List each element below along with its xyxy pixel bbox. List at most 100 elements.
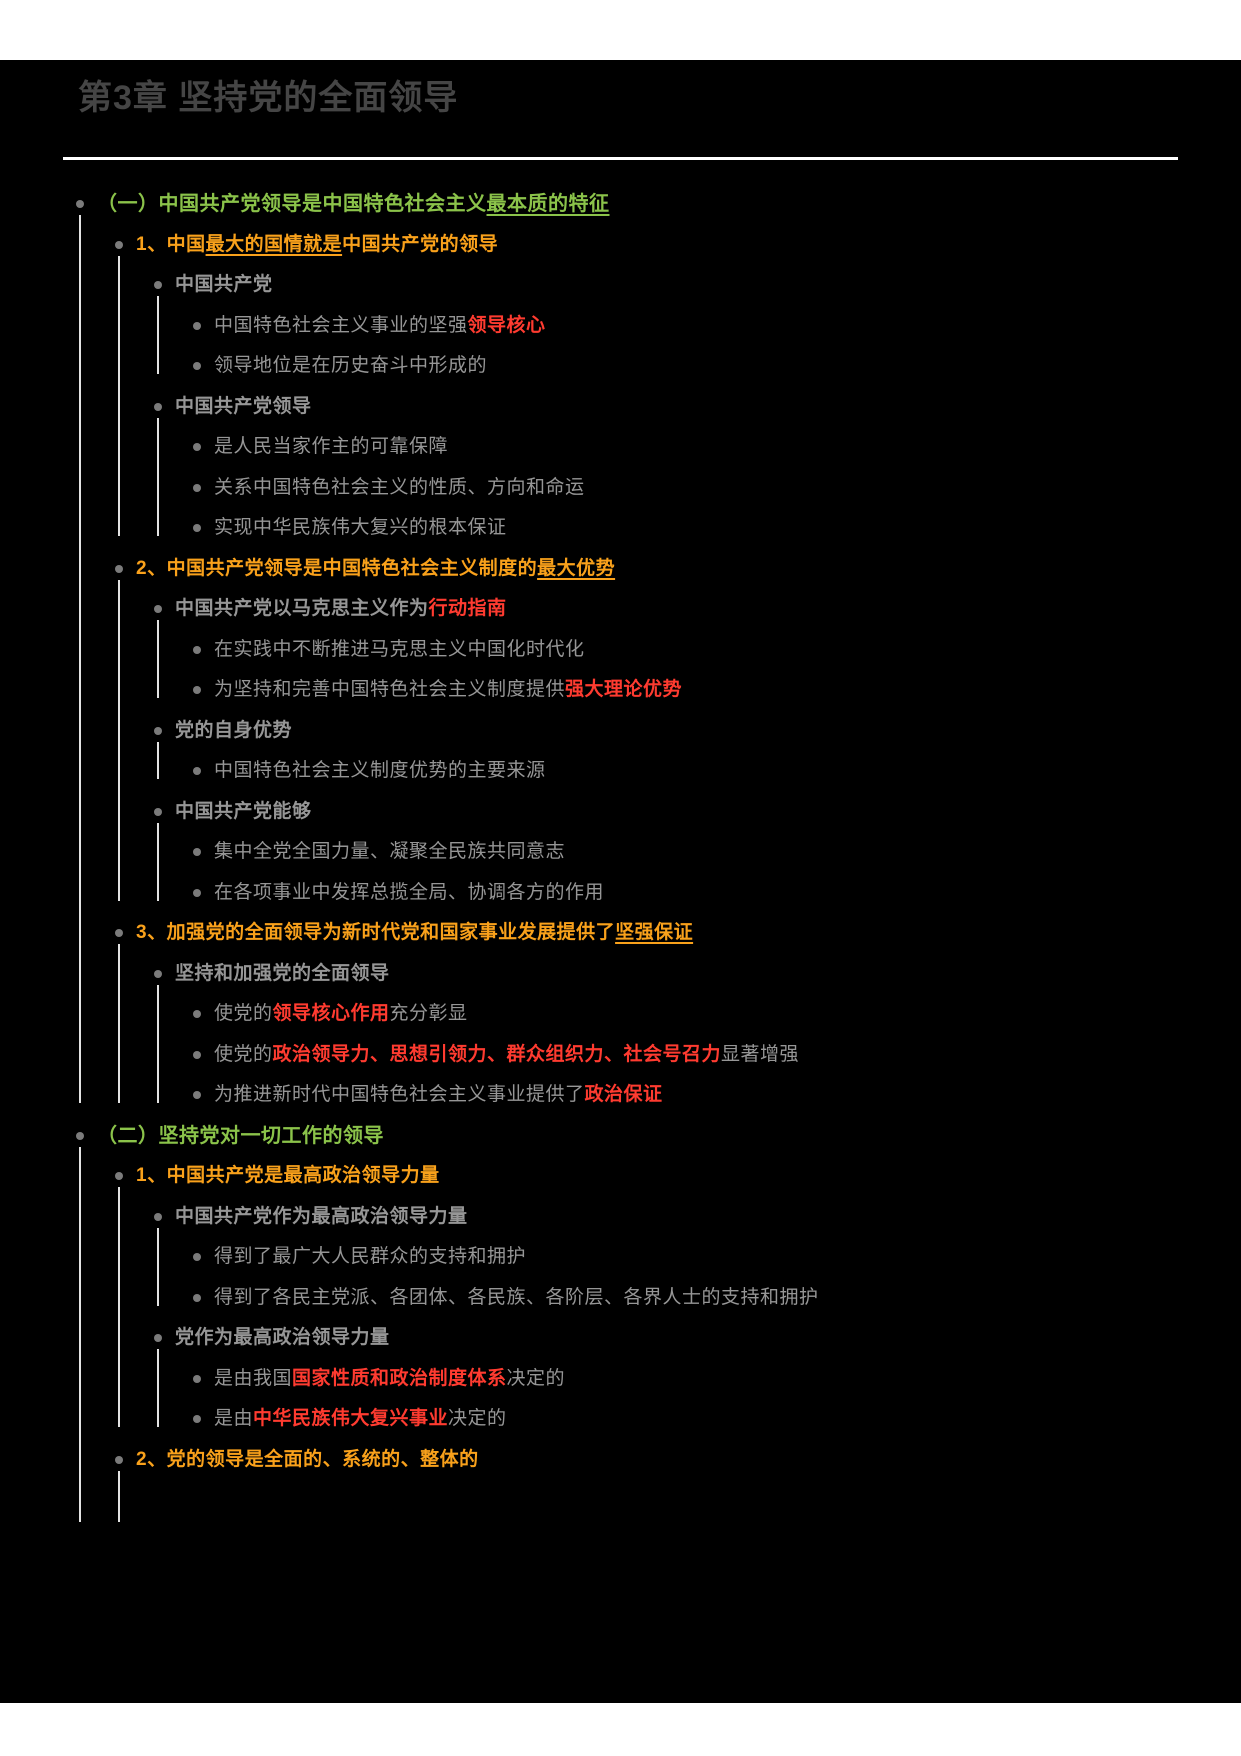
text-segment: 2、中国共产党领导是中国特色社会主义制度的 xyxy=(136,557,538,579)
outline-row[interactable]: 中国共产党作为最高政治领导力量 xyxy=(175,1197,468,1238)
bullet-icon[interactable] xyxy=(76,200,84,209)
text-segment: 是由我国 xyxy=(214,1367,293,1389)
text-segment: 中国共产党 xyxy=(175,274,273,295)
outline-row[interactable]: 中国共产党能够 xyxy=(175,792,312,833)
outline-row[interactable]: 1、中国共产党是最高政治领导力量 xyxy=(136,1156,440,1197)
outline-row[interactable]: 是由我国国家性质和政治制度体系决定的 xyxy=(214,1359,565,1400)
tree-connector-line xyxy=(118,255,120,537)
outline-row[interactable]: 集中全党全国力量、凝聚全民族共同意志 xyxy=(214,832,565,873)
bullet-icon[interactable] xyxy=(115,564,123,573)
outline-row[interactable]: 在实践中不断推进马克思主义中国化时代化 xyxy=(214,630,585,671)
text-segment: 最大优势 xyxy=(537,557,616,579)
text-segment: 政治领导力、思想引领力、群众组织力、社会号召力 xyxy=(272,1043,722,1065)
bullet-icon[interactable] xyxy=(115,1455,123,1464)
text-segment: 充分彰显 xyxy=(389,1003,468,1024)
text-segment: 中国共产党以马克思主义作为 xyxy=(175,598,429,619)
text-segment: 使党的 xyxy=(214,1043,273,1065)
bullet-icon[interactable] xyxy=(193,1253,201,1262)
tree-connector-line xyxy=(79,1146,81,1522)
bullet-icon[interactable] xyxy=(193,1293,201,1302)
outline-row[interactable]: 是人民当家作主的可靠保障 xyxy=(214,427,448,468)
outline-row[interactable]: 为推进新时代中国特色社会主义事业提供了政治保证 xyxy=(214,1075,663,1116)
bullet-icon[interactable] xyxy=(76,1131,84,1140)
text-segment: 中国特色社会主义事业的坚强 xyxy=(214,314,468,336)
bullet-icon[interactable] xyxy=(115,240,123,249)
text-segment: 强大理论优势 xyxy=(565,679,683,700)
bullet-icon[interactable] xyxy=(193,483,201,492)
bullet-icon[interactable] xyxy=(115,929,123,938)
outline-row[interactable]: 1、中国最大的国情就是中国共产党的领导 xyxy=(136,225,498,266)
bullet-icon[interactable] xyxy=(154,1334,162,1343)
text-segment: 领导核心作用 xyxy=(272,1003,390,1024)
outline-row[interactable]: 实现中华民族伟大复兴的根本保证 xyxy=(214,508,507,549)
tree-connector-line xyxy=(157,417,159,537)
text-segment: 1、中国 xyxy=(136,233,206,255)
outline-row[interactable]: 使党的政治领导力、思想引领力、群众组织力、社会号召力显著增强 xyxy=(214,1035,799,1076)
outline-row[interactable]: （一）中国共产党领导是中国特色社会主义最本质的特征 xyxy=(97,184,610,225)
outline-row[interactable]: 3、加强党的全面领导为新时代党和国家事业发展提供了坚强保证 xyxy=(136,913,693,954)
tree-connector-line xyxy=(157,1227,159,1306)
bullet-icon[interactable] xyxy=(154,281,162,290)
bullet-icon[interactable] xyxy=(193,443,201,452)
bullet-icon[interactable] xyxy=(154,1212,162,1221)
text-segment: 集中全党全国力量、凝聚全民族共同意志 xyxy=(214,841,566,862)
text-segment: 决定的 xyxy=(506,1367,566,1389)
bullet-icon[interactable] xyxy=(193,524,201,533)
bullet-icon[interactable] xyxy=(193,362,201,371)
text-segment: 决定的 xyxy=(448,1408,507,1429)
outline-row[interactable]: 关系中国特色社会主义的性质、方向和命运 xyxy=(214,468,585,509)
outline-row[interactable]: 2、中国共产党领导是中国特色社会主义制度的最大优势 xyxy=(136,549,615,590)
outline-row[interactable]: 坚持和加强党的全面领导 xyxy=(175,954,390,995)
bullet-icon[interactable] xyxy=(154,726,162,735)
title-divider-line xyxy=(63,157,1178,160)
bullet-icon[interactable] xyxy=(193,1010,201,1019)
outline-row[interactable]: 在各项事业中发挥总揽全局、协调各方的作用 xyxy=(214,873,604,914)
bullet-icon[interactable] xyxy=(193,1091,201,1100)
bullet-icon[interactable] xyxy=(193,767,201,776)
tree-connector-line xyxy=(118,944,120,1104)
outline-row[interactable]: 党的自身优势 xyxy=(175,711,292,752)
tree-connector-line xyxy=(157,296,159,375)
outline-row[interactable]: 党作为最高政治领导力量 xyxy=(175,1318,390,1359)
text-segment: 中国共产党的领导 xyxy=(342,233,499,255)
outline-row[interactable]: 中国特色社会主义制度优势的主要来源 xyxy=(214,751,546,792)
bullet-icon[interactable] xyxy=(193,686,201,695)
text-segment: 中国共产党作为最高政治领导力量 xyxy=(175,1205,468,1227)
bullet-icon[interactable] xyxy=(154,605,162,614)
bullet-icon[interactable] xyxy=(154,807,162,816)
text-segment: 中国特色社会主义制度优势的主要来源 xyxy=(214,760,546,781)
bullet-icon[interactable] xyxy=(115,1172,123,1181)
text-segment: 在实践中不断推进马克思主义中国化时代化 xyxy=(214,638,585,660)
tree-connector-line xyxy=(157,741,159,780)
bullet-icon[interactable] xyxy=(193,848,201,857)
outline-row[interactable]: 领导地位是在历史奋斗中形成的 xyxy=(214,346,487,387)
bullet-icon[interactable] xyxy=(193,1374,201,1383)
tree-connector-line xyxy=(157,620,159,699)
outline-row[interactable]: 得到了各民主党派、各团体、各民族、各阶层、各界人士的支持和拥护 xyxy=(214,1278,819,1319)
outline-row[interactable]: 2、党的领导是全面的、系统的、整体的 xyxy=(136,1440,479,1481)
outline-row[interactable]: （二）坚持党对一切工作的领导 xyxy=(97,1116,384,1157)
outline-row[interactable]: 中国共产党 xyxy=(175,265,273,306)
text-segment: 为推进新时代中国特色社会主义事业提供了 xyxy=(214,1084,585,1105)
bullet-icon[interactable] xyxy=(154,402,162,411)
bullet-icon[interactable] xyxy=(193,888,201,897)
text-segment: 实现中华民族伟大复兴的根本保证 xyxy=(214,517,507,538)
text-segment: 坚强保证 xyxy=(615,922,694,943)
bullet-icon[interactable] xyxy=(193,645,201,654)
outline-row[interactable]: 中国共产党领导 xyxy=(175,387,312,428)
outline-row[interactable]: 中国共产党以马克思主义作为行动指南 xyxy=(175,589,507,630)
bullet-icon[interactable] xyxy=(193,1415,201,1424)
bullet-icon[interactable] xyxy=(154,969,162,978)
outline-row[interactable]: 是由中华民族伟大复兴事业决定的 xyxy=(214,1399,507,1440)
text-segment: 得到了最广大人民群众的支持和拥护 xyxy=(214,1246,527,1267)
bullet-icon[interactable] xyxy=(193,321,201,330)
text-segment: 最本质的特征 xyxy=(486,193,610,215)
text-segment: 坚持和加强党的全面领导 xyxy=(175,962,390,984)
outline-row[interactable]: 使党的领导核心作用充分彰显 xyxy=(214,994,468,1035)
outline-row[interactable]: 中国特色社会主义事业的坚强领导核心 xyxy=(214,306,546,347)
text-segment: 国家性质和政治制度体系 xyxy=(292,1367,507,1389)
outline-row[interactable]: 为坚持和完善中国特色社会主义制度提供强大理论优势 xyxy=(214,670,682,711)
bullet-icon[interactable] xyxy=(193,1050,201,1059)
text-segment: 最大的国情就是 xyxy=(205,233,343,255)
outline-row[interactable]: 得到了最广大人民群众的支持和拥护 xyxy=(214,1237,526,1278)
